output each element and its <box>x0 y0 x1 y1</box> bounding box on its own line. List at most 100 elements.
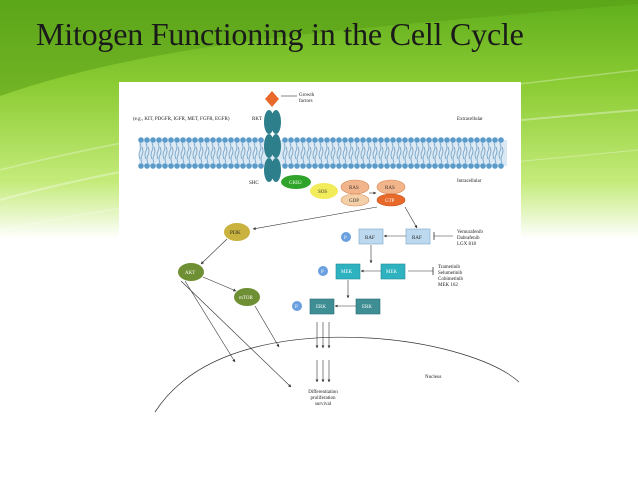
lipid-head <box>192 137 198 143</box>
gdp-label: GDP <box>349 199 359 204</box>
lipid-tail <box>336 142 340 160</box>
lipid-tail <box>374 146 378 164</box>
mek-phosphate-label: P <box>321 270 324 275</box>
lipid-tail <box>474 142 478 160</box>
lipid-tail <box>348 142 352 160</box>
lipid-tail <box>354 142 358 160</box>
lipid-tail <box>150 142 154 160</box>
mtor-label: mTOR <box>239 296 253 301</box>
lipid-head <box>498 163 504 169</box>
lipid-tail <box>216 142 220 160</box>
lipid-tail <box>314 146 318 164</box>
lipid-head <box>306 163 312 169</box>
lipid-tail <box>326 146 330 164</box>
lipid-tail <box>492 142 496 160</box>
lipid-head <box>180 163 186 169</box>
lipid-tail <box>296 146 300 164</box>
lipid-head <box>426 163 432 169</box>
lipid-tail <box>398 146 402 164</box>
lipid-tail <box>482 146 486 164</box>
slide-title: Mitogen Functioning in the Cell Cycle <box>36 16 524 52</box>
lipid-head <box>174 163 180 169</box>
lipid-tail <box>404 146 408 164</box>
lipid-head <box>474 163 480 169</box>
nucleus-envelope <box>154 336 520 413</box>
lipid-head <box>354 137 360 143</box>
lipid-tail <box>450 142 454 160</box>
mek-label: MEK <box>386 270 398 275</box>
lipid-head <box>168 163 174 169</box>
lipid-head <box>384 137 390 143</box>
lipid-head <box>438 137 444 143</box>
lipid-head <box>300 163 306 169</box>
ras-gtp-label: RAS <box>385 186 395 191</box>
mek-active-box <box>335 263 361 280</box>
lipid-head <box>414 137 420 143</box>
lipid-head <box>372 163 378 169</box>
lipid-head <box>498 137 504 143</box>
lipid-tail <box>308 146 312 164</box>
lipid-head <box>246 137 252 143</box>
lipid-head <box>336 137 342 143</box>
lipid-tail <box>210 142 214 160</box>
lipid-head <box>252 163 258 169</box>
lipid-tail <box>486 142 490 160</box>
lipid-head <box>420 163 426 169</box>
lipid-head <box>402 163 408 169</box>
lipid-head <box>318 163 324 169</box>
lipid-tail <box>500 146 504 164</box>
lipid-head <box>330 137 336 143</box>
lipid-head <box>288 163 294 169</box>
lipid-tail <box>362 146 366 164</box>
lipid-tail <box>378 142 382 160</box>
akt-label: AKT <box>185 271 195 276</box>
lipid-head <box>198 137 204 143</box>
lipid-tail <box>470 146 474 164</box>
lipid-head <box>324 163 330 169</box>
lipid-head <box>366 163 372 169</box>
lipid-tail <box>194 146 198 164</box>
grb2-node <box>281 175 311 189</box>
raf-box <box>405 228 431 245</box>
lipid-head <box>378 137 384 143</box>
lipid-head <box>450 163 456 169</box>
lipid-head <box>198 163 204 169</box>
lipid-head <box>312 163 318 169</box>
lipid-tail <box>174 142 178 160</box>
lipid-head <box>318 137 324 143</box>
lipid-tail <box>188 146 192 164</box>
lipid-head <box>234 163 240 169</box>
lipid-tail <box>384 142 388 160</box>
lipid-head <box>234 137 240 143</box>
lipid-head <box>282 163 288 169</box>
lipid-tail <box>140 146 144 164</box>
lipid-head <box>300 137 306 143</box>
lipid-head <box>462 137 468 143</box>
lipid-tail <box>410 146 414 164</box>
lipid-tail <box>224 146 228 164</box>
lipid-tail <box>318 142 322 160</box>
lipid-tail <box>258 142 262 160</box>
lipid-head <box>468 137 474 143</box>
lipid-head <box>462 163 468 169</box>
lipid-head <box>468 163 474 169</box>
lipid-tail <box>434 146 438 164</box>
lipid-head <box>288 137 294 143</box>
erk-box <box>355 298 381 315</box>
lipid-head <box>492 163 498 169</box>
lipid-head <box>306 137 312 143</box>
lipid-tail <box>480 142 484 160</box>
raf-phosphate <box>341 232 351 242</box>
lipid-tail <box>164 146 168 164</box>
lipid-head <box>156 163 162 169</box>
lipid-tail <box>372 142 376 160</box>
lipid-tail <box>170 146 174 164</box>
lipid-tail <box>464 146 468 164</box>
lipid-tail <box>462 142 466 160</box>
lipid-tail <box>146 146 150 164</box>
lipid-head <box>390 163 396 169</box>
lipid-tail <box>446 146 450 164</box>
